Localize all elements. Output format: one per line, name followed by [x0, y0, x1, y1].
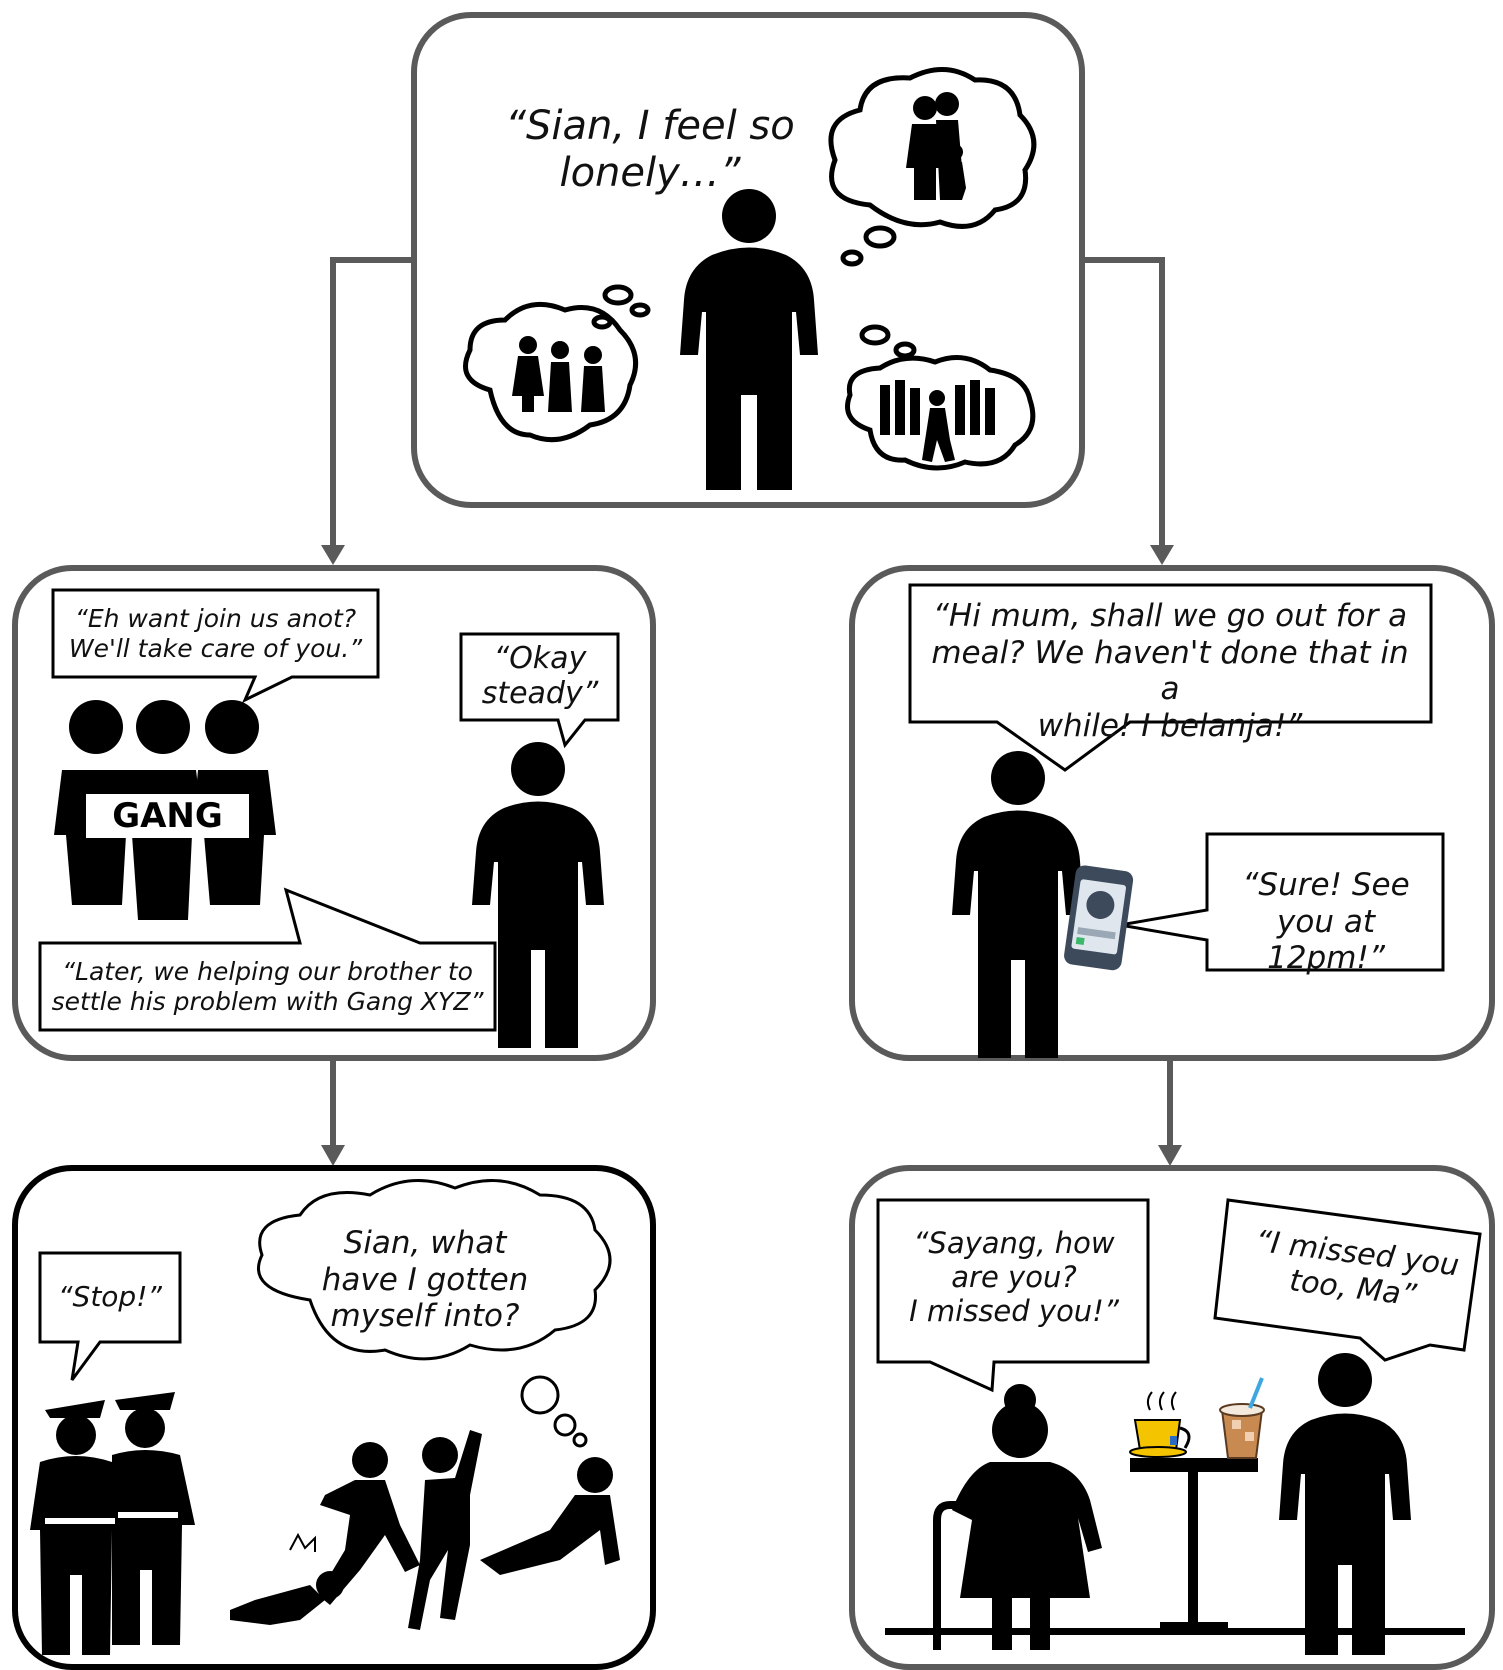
arrow-top-right — [1082, 257, 1165, 548]
speech-gang-2: “Later, we helping our brother to settle… — [51, 957, 484, 1016]
speech-call: “Hi mum, shall we go out for a meal? We … — [931, 598, 1409, 744]
speech-reply: “Okay steady” — [481, 641, 599, 712]
arrowhead-left — [321, 545, 345, 565]
speech-lonely: “Sian, I feel so lonely…” — [505, 103, 795, 197]
arrowhead-right — [1150, 545, 1174, 565]
gang-sign: GANG — [86, 794, 249, 838]
speech-sayang: “Sayang, how are you? I missed you!” — [909, 1226, 1119, 1329]
arrowhead-right-down — [1158, 1145, 1182, 1166]
arrowhead-left-down — [321, 1145, 345, 1166]
panel-lonely — [411, 12, 1085, 508]
speech-gang-1: “Eh want join us anot? We'll take care o… — [68, 604, 363, 663]
speech-stop: “Stop!” — [58, 1280, 162, 1313]
speech-mum-reply: “Sure! See you at 12pm!” — [1242, 867, 1410, 977]
arrow-top-left — [330, 257, 411, 548]
thought-sian: Sian, what have I gotten myself into? — [321, 1225, 529, 1335]
